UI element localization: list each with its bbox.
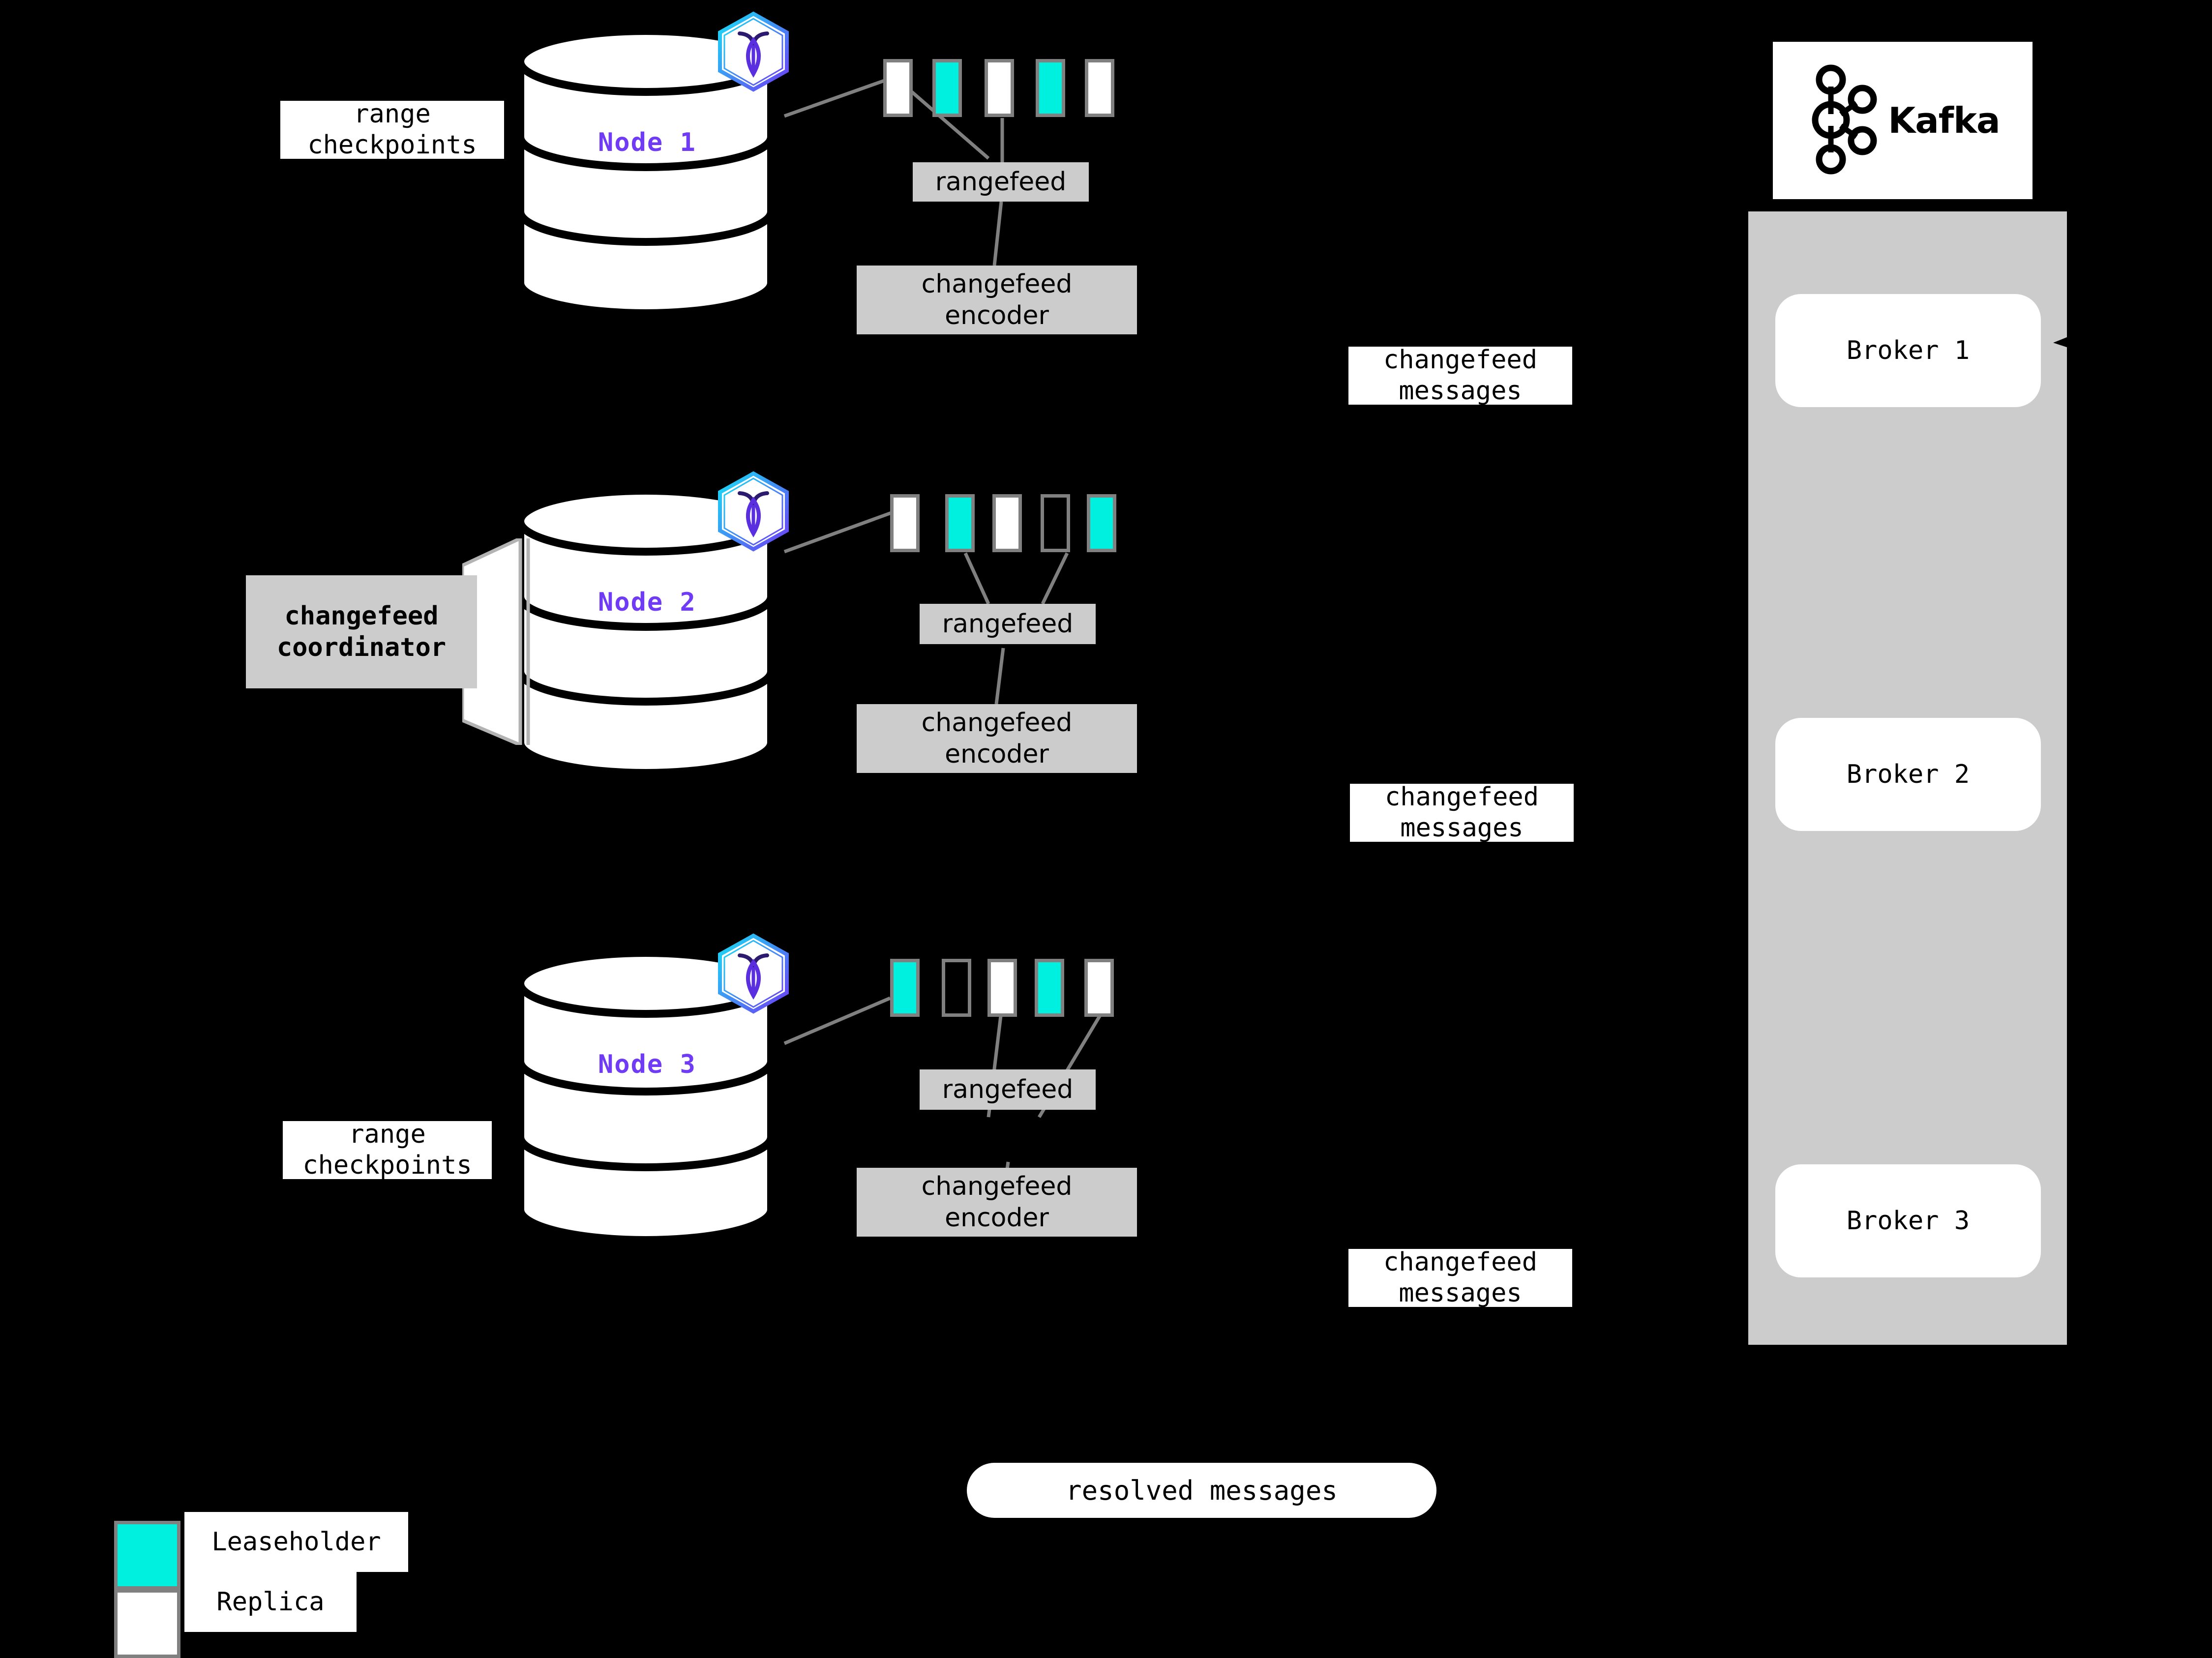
kafka-wordmark: Kafka xyxy=(1888,100,2000,141)
range-box xyxy=(1087,494,1116,552)
resolved-messages-pill: resolved messages xyxy=(967,1463,1436,1518)
cockroachdb-hexagon-icon xyxy=(714,470,793,554)
range-box xyxy=(945,494,975,552)
cockroachdb-hexagon-icon xyxy=(714,932,793,1016)
broker-box: Broker 1 xyxy=(1775,294,2041,407)
range-box xyxy=(932,59,962,117)
legend-swatch-leaseholder xyxy=(114,1521,180,1590)
range-box xyxy=(1041,494,1070,552)
node-2-label: Node 2 xyxy=(598,588,696,617)
node-1-changefeed-encoder-box: changefeed encoder xyxy=(857,266,1137,334)
range-box xyxy=(942,959,971,1017)
changefeed-messages-label: changefeed messages xyxy=(1348,345,1572,406)
range-box xyxy=(890,959,920,1017)
node-1-rangefeed-box: rangefeed xyxy=(913,162,1089,202)
node-3-changefeed-encoder-box: changefeed encoder xyxy=(857,1168,1137,1237)
node-1-cylinder xyxy=(515,27,776,317)
kafka-inbound-arrow-icon xyxy=(2053,332,2083,352)
range-box xyxy=(883,59,913,117)
legend-label-replica: Replica xyxy=(184,1572,357,1632)
changefeed-messages-label: changefeed messages xyxy=(1350,782,1574,843)
range-box xyxy=(992,494,1022,552)
node-3-cylinder xyxy=(515,949,776,1244)
cockroachdb-hexagon-icon xyxy=(714,10,793,94)
node-3-range-checkpoints-label: range checkpoints xyxy=(283,1120,492,1180)
kafka-logo-box: Kafka xyxy=(1773,42,2033,199)
node-2-cylinder xyxy=(515,487,776,777)
range-box xyxy=(1084,959,1114,1017)
legend-label-leaseholder: Leaseholder xyxy=(184,1512,408,1572)
node-1-label: Node 1 xyxy=(598,128,696,157)
range-box xyxy=(1035,959,1064,1017)
broker-box: Broker 2 xyxy=(1775,718,2041,831)
range-box xyxy=(985,59,1014,117)
node-2-changefeed-encoder-box: changefeed encoder xyxy=(857,704,1137,773)
range-box xyxy=(1036,59,1065,117)
changefeed-messages-label: changefeed messages xyxy=(1348,1247,1572,1308)
node-1-range-checkpoints-label: range checkpoints xyxy=(280,99,504,160)
kafka-logo-icon xyxy=(1805,63,1879,178)
range-box xyxy=(890,494,920,552)
changefeed-coordinator-box: changefeed coordinator xyxy=(246,575,477,688)
range-box xyxy=(1085,59,1114,117)
broker-box: Broker 3 xyxy=(1775,1164,2041,1277)
node-2-rangefeed-box: rangefeed xyxy=(920,604,1096,644)
legend-swatch-replica xyxy=(114,1589,180,1658)
node-3-label: Node 3 xyxy=(598,1050,696,1079)
range-box xyxy=(987,959,1017,1017)
node-3-rangefeed-box: rangefeed xyxy=(920,1069,1096,1110)
